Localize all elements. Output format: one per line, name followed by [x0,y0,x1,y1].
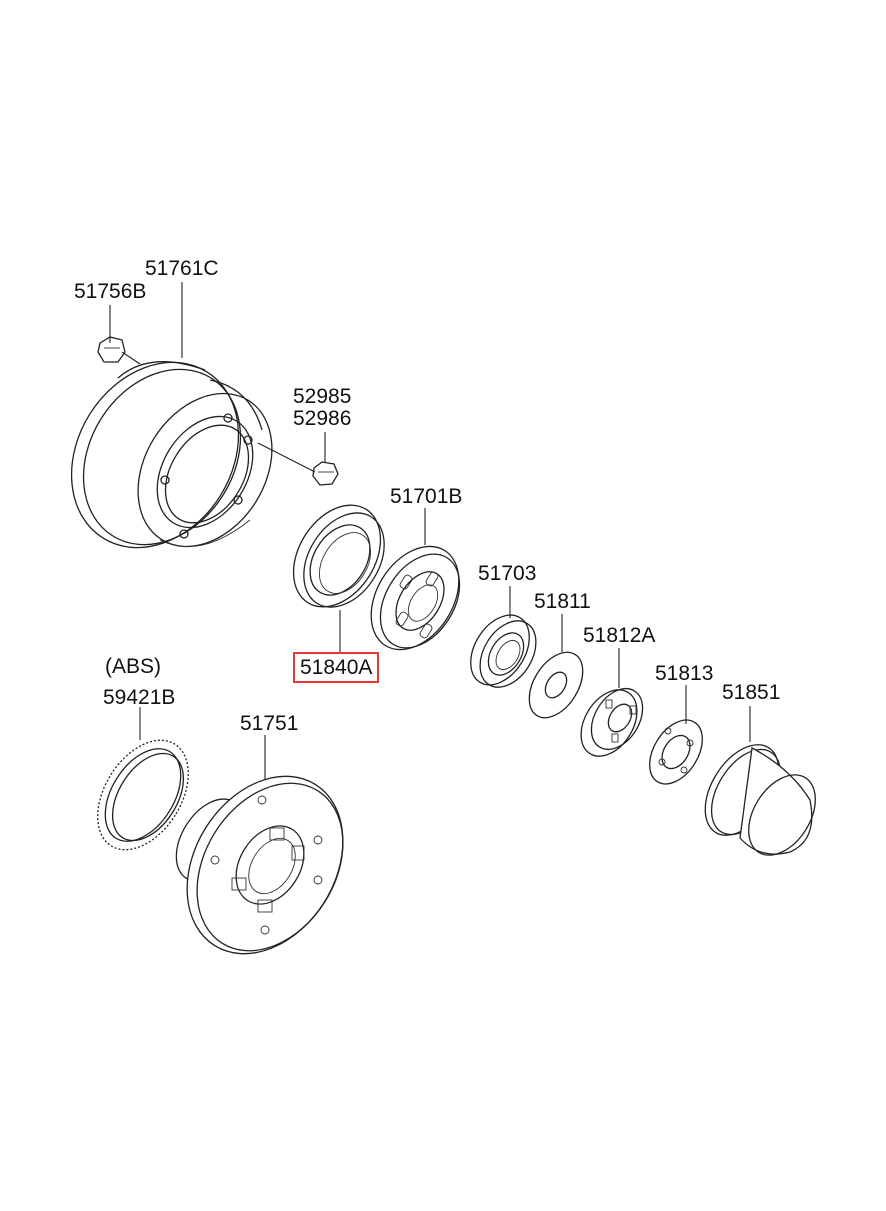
label-52985: 52985 [293,385,352,408]
lock-cap[interactable] [639,711,713,794]
label-51851: 51851 [722,681,781,704]
label-51701B: 51701B [390,485,463,508]
label-51813: 51813 [655,662,714,685]
leader-lines [109,282,751,780]
hub-cap[interactable] [690,732,829,867]
oil-seal[interactable] [276,489,401,623]
wheel-hub[interactable] [155,747,374,982]
label-59421B: 59421B [103,686,176,709]
label-51756B: 51756B [74,280,147,303]
hub-nut[interactable] [312,461,339,486]
label-51811: 51811 [534,590,591,613]
label-abs: (ABS) [105,655,162,678]
label-51751: 51751 [240,712,299,735]
label-51703: 51703 [478,562,537,585]
label-52986: 52986 [293,407,352,430]
inner-bearing[interactable] [459,605,548,698]
label-51812A: 51812A [583,624,656,647]
outer-bearing[interactable] [353,530,477,665]
brake-drum[interactable] [38,331,300,579]
lug-nut[interactable] [97,336,126,363]
abs-tone-ring[interactable] [79,724,207,866]
label-51840A-highlighted[interactable]: 51840A [293,652,380,683]
castle-nut[interactable] [570,679,654,766]
washer[interactable] [518,643,593,727]
label-51761C: 51761C [145,257,219,280]
